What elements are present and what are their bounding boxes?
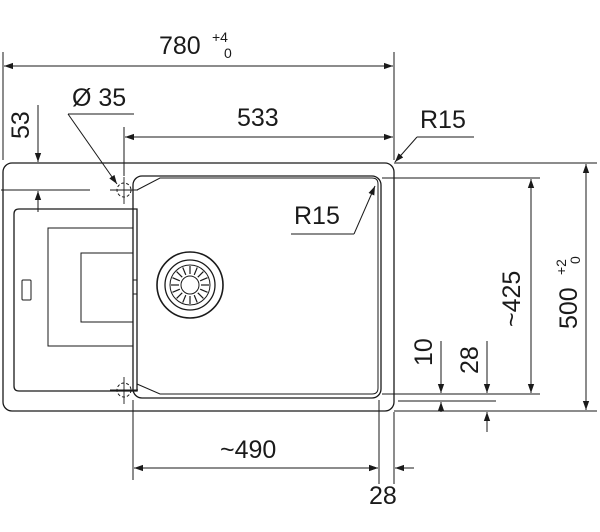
dimension-tap-hole-diameter: Ø 35: [67, 84, 134, 185]
sink-outline: [2, 162, 395, 412]
drainer-width-label: ~490: [220, 436, 276, 464]
overall-depth-tol-lower: 0: [567, 256, 583, 264]
drain-grate-spoke: [197, 292, 204, 299]
drain-grate-spoke: [193, 294, 198, 303]
drain-grate-spoke: [172, 288, 181, 293]
dimension-tap-offset: 53: [1, 105, 90, 212]
drain-grate-spoke: [176, 271, 183, 278]
bottom-rim-28-label: 28: [456, 346, 484, 374]
dimension-overall-width: 780 +4 0: [2, 29, 395, 160]
drain-grate-spoke: [172, 277, 181, 282]
drain-grate-spoke: [199, 277, 208, 282]
tap-hole-bottom: [110, 377, 138, 404]
bowl-depth-label: ~425: [498, 271, 526, 327]
bottom-rim-10-label: 10: [410, 338, 438, 366]
dimension-overall-depth: 500 +2 0: [394, 162, 597, 412]
drain-grate-spoke: [182, 267, 187, 276]
outer-radius-label: R15: [420, 106, 466, 134]
overflow-slot: [21, 279, 32, 301]
drainer-recess: [80, 252, 134, 323]
drain-grate-spoke: [199, 288, 208, 293]
dimension-inner-radius: R15: [291, 185, 376, 235]
tap-hole-diameter-label: Ø 35: [72, 84, 126, 112]
drainer-inner-panel: [47, 227, 134, 347]
dimension-drainer-width: ~490: [132, 400, 380, 484]
drainer-tray-outline: [13, 208, 138, 392]
overall-width-label: 780: [159, 32, 201, 60]
overall-width-tol-lower: 0: [224, 45, 232, 61]
drain-grate-spoke: [182, 294, 187, 303]
dimension-outer-radius: R15: [394, 106, 474, 163]
dimension-bowl-depth: ~425: [382, 177, 540, 395]
right-rim-28-label: 28: [369, 482, 397, 510]
drain-grate-spoke: [197, 271, 204, 278]
tap-hole-top: [110, 177, 138, 204]
overall-width-tol-upper: +4: [212, 29, 228, 45]
dimension-bowl-width: 533: [123, 104, 393, 176]
drain-grate-spoke: [176, 292, 183, 299]
drainer-hinge: [132, 279, 138, 295]
tap-offset-label: 53: [7, 111, 35, 139]
drain-grate-spoke: [193, 267, 198, 276]
overall-depth-tol-upper: +2: [553, 259, 569, 275]
inner-radius-label: R15: [294, 202, 340, 230]
bowl-width-label: 533: [237, 104, 279, 132]
bowl-inner-edge: [136, 177, 379, 395]
dimension-bottom-rim: 10 28: [398, 338, 496, 432]
sink-outer-rim: [2, 162, 395, 412]
dimension-right-rim: 28: [356, 412, 414, 510]
waste-drain: [156, 251, 224, 319]
overall-depth-label: 500: [555, 287, 583, 329]
